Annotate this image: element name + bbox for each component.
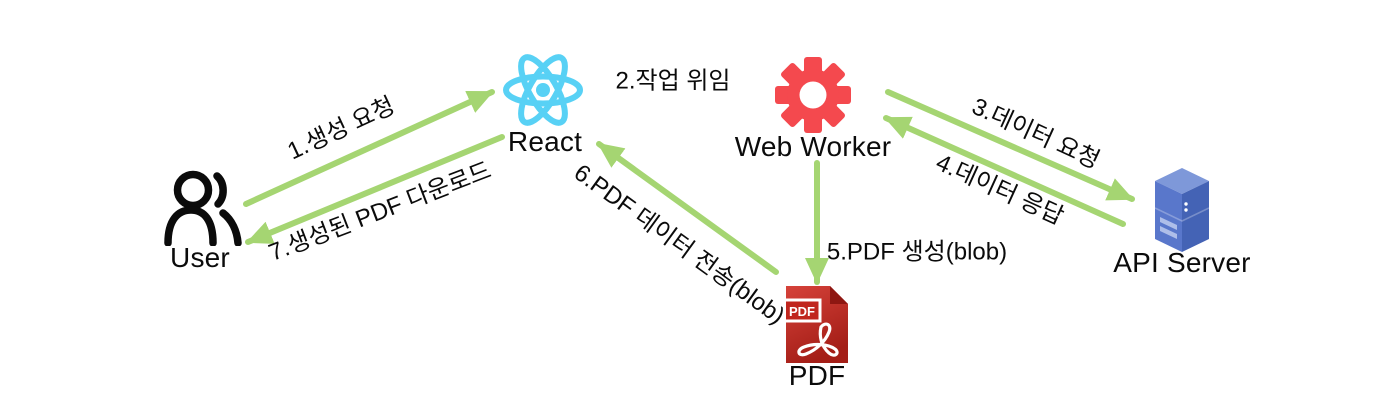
edge-label-5: 5.PDF 생성(blob) [826, 238, 1008, 266]
arrow-3-webworker-to-apiserver [885, 89, 1135, 202]
pdf-file-icon: PDF [786, 286, 848, 363]
react-logo-icon [503, 54, 583, 126]
arrow-7-react-to-user [245, 134, 505, 245]
api-server-label: API Server [1113, 247, 1251, 278]
arrow-4-apiserver-to-webworker [883, 115, 1126, 227]
arrow-1-user-to-react [243, 89, 495, 207]
web-worker-label: Web Worker [734, 131, 892, 162]
pdf-label: PDF [788, 360, 846, 391]
pdf-badge-text: PDF [789, 304, 815, 319]
edge-label-2: 2.작업 위임 [615, 67, 731, 95]
arrow-6-pdf-to-react [596, 141, 779, 275]
user-label: User [170, 242, 230, 273]
api-server-icon [1155, 168, 1209, 252]
web-worker-gear-icon [775, 57, 851, 133]
react-label: React [507, 126, 583, 157]
user-icon [164, 170, 242, 246]
